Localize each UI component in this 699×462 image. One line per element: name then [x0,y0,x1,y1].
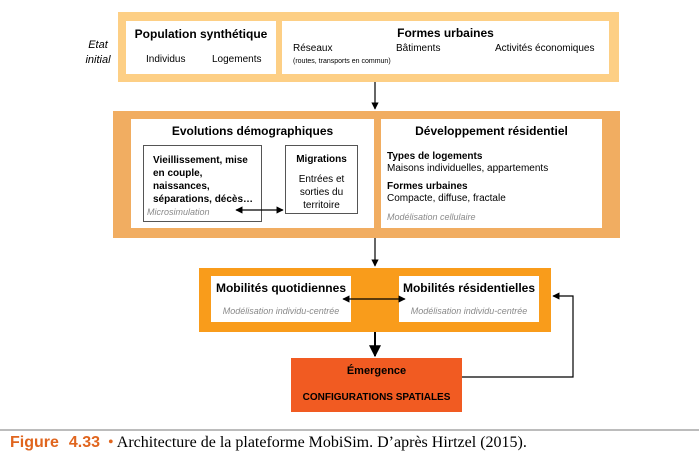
life-events-method: Microsimulation [147,207,210,217]
residential-mobility-method: Modélisation individu-centrée [410,306,528,316]
daily-mobility-panel: Mobilités quotidiennes Modélisation indi… [211,276,351,322]
arrow-feedback-loop [462,292,574,378]
demographic-title: Evolutions démographiques [171,124,334,138]
urban-forms-title: Formes urbaines [397,26,494,40]
life-events-text: Vieillissement, mise en couple, naissanc… [153,155,254,205]
urban-forms-panel: Formes urbaines Réseaux (routes, transpo… [282,21,609,74]
initial-state-label-line1: Etat [88,39,108,51]
population-title: Population synthétique [134,27,268,41]
residential-mobility-panel: Mobilités résidentielles Modélisation in… [399,276,539,322]
daily-mobility-method: Modélisation individu-centrée [222,306,340,316]
migrations-body: Entrées et sorties du territoire [298,174,345,211]
migrations-box: Migrations Entrées et sorties du territo… [285,145,358,214]
caption-number: 4.33 [68,434,101,451]
life-events-box: Vieillissement, mise en couple, naissanc… [143,145,262,222]
migrations-title: Migrations [296,154,347,165]
residential-urban-forms-body: Compacte, diffuse, fractale [387,193,506,204]
residential-title: Développement résidentiel [415,124,568,138]
caption-label: Figure [10,434,59,451]
networks-detail: (routes, transports en commun) [293,58,391,65]
activities-label: Activités économiques [495,43,595,54]
population-item-housing: Logements [212,54,262,65]
residential-method: Modélisation cellulaire [387,212,476,222]
housing-types-title: Types de logements [387,151,483,162]
networks-label: Réseaux [293,43,333,54]
emergence-subtitle: CONFIGURATIONS SPATIALES [302,392,451,403]
population-panel: Population synthétique Individus Logemen… [126,21,276,74]
residential-panel: Développement résidentiel Types de logem… [381,119,602,228]
emergence-box: Émergence CONFIGURATIONS SPATIALES [291,358,462,412]
housing-types-body: Maisons individuelles, appartements [387,163,549,174]
caption-text: Architecture de la plateforme MobiSim. D… [116,434,527,451]
figure-caption: Figure 4.33 • Architecture de la platefo… [10,434,690,452]
emergence-title: Émergence [346,365,407,377]
daily-mobility-title: Mobilités quotidiennes [215,281,346,295]
initial-state-label-line2: initial [85,54,111,66]
residential-urban-forms-title: Formes urbaines [387,181,468,192]
population-item-individuals: Individus [146,54,186,65]
caption-bullet: • [108,434,114,451]
buildings-label: Bâtiments [396,43,441,54]
residential-mobility-title: Mobilités résidentielles [402,281,536,295]
initial-state-label: Etat initial [78,38,118,68]
